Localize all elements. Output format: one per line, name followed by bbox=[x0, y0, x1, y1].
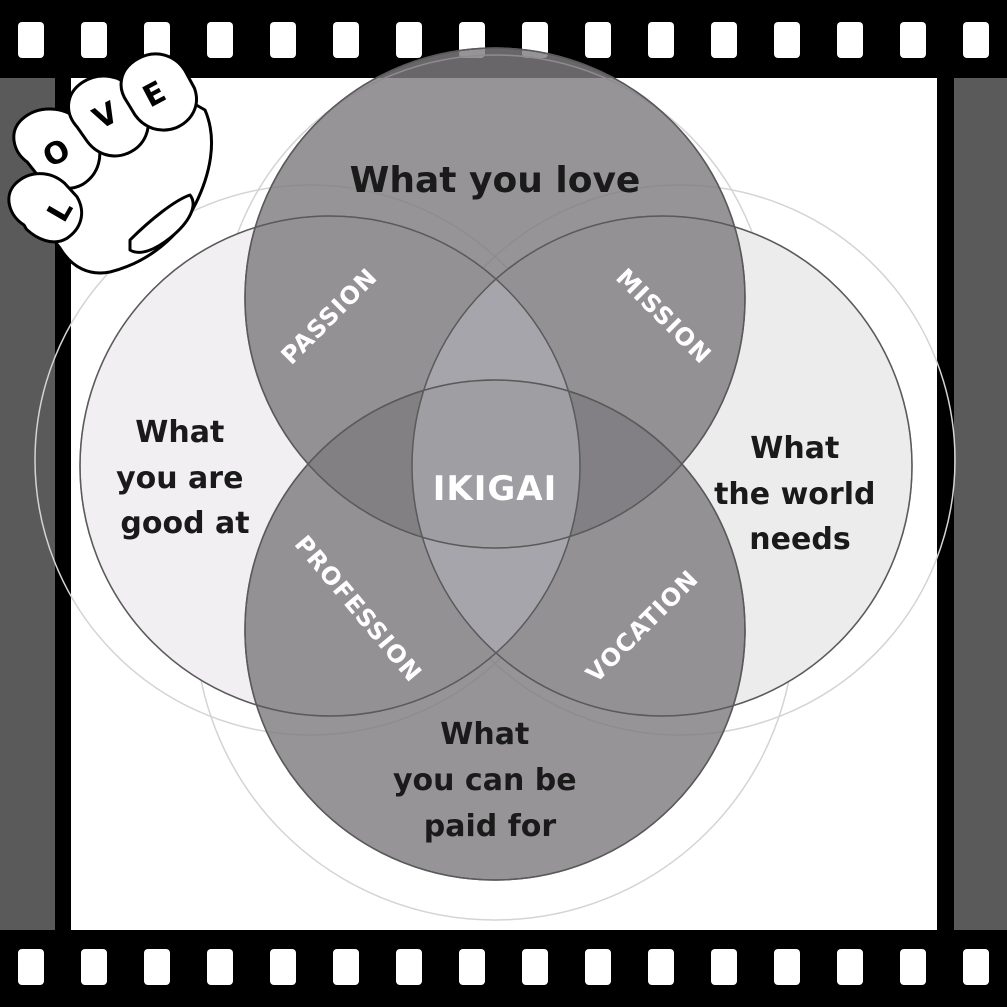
sprocket-hole bbox=[963, 949, 989, 985]
venn-diagram: What you love What you are good at What … bbox=[34, 47, 956, 921]
sprocket-hole bbox=[207, 22, 233, 58]
sprocket-hole bbox=[333, 949, 359, 985]
sprocket-hole bbox=[711, 22, 737, 58]
label-paid-for: What you can be paid for bbox=[393, 717, 587, 844]
sprocket-hole bbox=[774, 22, 800, 58]
sprocket-hole bbox=[585, 949, 611, 985]
sprocket-hole bbox=[144, 949, 170, 985]
sprocket-hole bbox=[396, 22, 422, 58]
sprocket-hole bbox=[144, 22, 170, 58]
sprocket-hole bbox=[522, 949, 548, 985]
sprocket-hole bbox=[459, 949, 485, 985]
sprocket-hole bbox=[333, 22, 359, 58]
film-side-right bbox=[954, 78, 1007, 930]
sprocket-hole bbox=[900, 949, 926, 985]
sprocket-hole bbox=[711, 949, 737, 985]
sprocket-hole bbox=[396, 949, 422, 985]
label-world-needs: What the world needs bbox=[714, 431, 886, 557]
love-fist-badge: L O V E bbox=[7, 52, 214, 275]
sprocket-hole bbox=[81, 949, 107, 985]
circle-outlines bbox=[79, 47, 913, 881]
sprocket-hole bbox=[270, 949, 296, 985]
sprocket-hole bbox=[837, 949, 863, 985]
sprocket-hole bbox=[207, 949, 233, 985]
sprocket-holes-top bbox=[18, 22, 989, 58]
label-ikigai: IKIGAI bbox=[433, 469, 558, 509]
sprocket-hole bbox=[963, 22, 989, 58]
sprocket-hole bbox=[837, 22, 863, 58]
sprocket-hole bbox=[18, 949, 44, 985]
sprocket-hole bbox=[18, 22, 44, 58]
sprocket-hole bbox=[522, 22, 548, 58]
label-good-at: What you are good at bbox=[116, 415, 254, 541]
sprocket-hole bbox=[270, 22, 296, 58]
sprocket-hole bbox=[81, 22, 107, 58]
center-lens bbox=[412, 216, 580, 716]
label-what-you-love: What you love bbox=[350, 160, 641, 201]
sprocket-hole bbox=[585, 22, 611, 58]
sprocket-holes-bottom bbox=[18, 949, 989, 985]
sprocket-hole bbox=[648, 22, 674, 58]
sprocket-hole bbox=[648, 949, 674, 985]
sprocket-hole bbox=[774, 949, 800, 985]
sprocket-hole bbox=[900, 22, 926, 58]
